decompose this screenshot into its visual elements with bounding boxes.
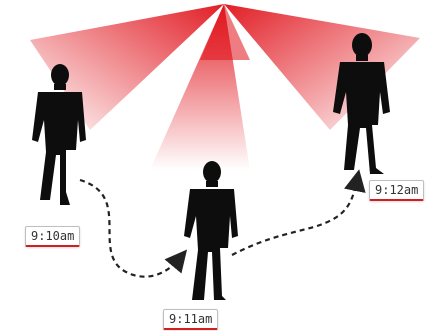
time-label-1: 9:10am bbox=[25, 226, 80, 247]
sensor-beam-right bbox=[224, 4, 420, 130]
person-silhouette-icon bbox=[184, 161, 238, 300]
path-arrow-1-to-2 bbox=[80, 180, 180, 277]
time-label-2: 9:11am bbox=[163, 309, 218, 330]
time-label-3: 9:12am bbox=[369, 180, 424, 201]
path-arrow-2-to-3 bbox=[232, 180, 357, 255]
